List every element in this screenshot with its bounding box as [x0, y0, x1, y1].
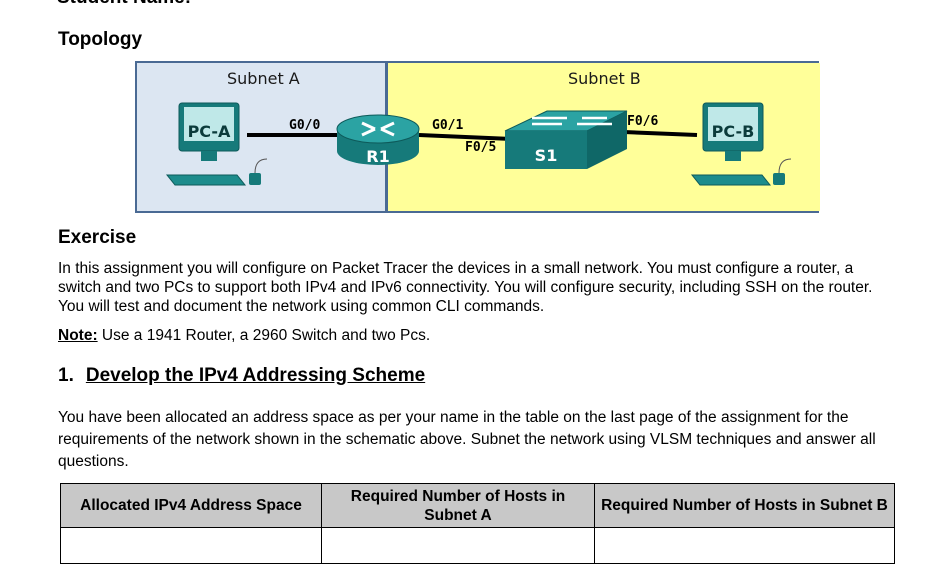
table-header-cell: Allocated IPv4 Address Space — [60, 483, 322, 528]
topology-diagram: Subnet A Subnet B PC-A R1 — [135, 61, 820, 213]
table-header-cell: Required Number of Hosts in Subnet B — [594, 483, 895, 528]
table-header-cell: Required Number of Hosts in Subnet A — [321, 483, 595, 528]
subnet-b-label: Subnet B — [568, 69, 641, 88]
pc-b-icon — [690, 102, 792, 186]
note-label: Note: — [58, 327, 98, 344]
pc-a-icon — [165, 102, 268, 186]
exercise-paragraph: In this assignment you will configure on… — [58, 260, 873, 315]
port-label-f05: F0/5 — [465, 140, 496, 155]
table-cell-address-space[interactable] — [60, 527, 322, 564]
subnet-a-label: Subnet A — [227, 69, 300, 88]
router-label: R1 — [366, 147, 389, 166]
port-label-g01: G0/1 — [432, 118, 463, 133]
port-label-g00: G0/0 — [289, 118, 320, 133]
note-line: Note: Use a 1941 Router, a 2960 Switch a… — [58, 326, 888, 345]
note-text: Use a 1941 Router, a 2960 Switch and two… — [97, 327, 431, 344]
router-icon — [336, 114, 420, 165]
address-space-table: Allocated IPv4 Address Space Required Nu… — [60, 483, 895, 564]
switch-label: S1 — [535, 146, 558, 165]
pc-b-label: PC-B — [712, 122, 755, 141]
student-name-label: Student Name: — [57, 0, 191, 9]
port-label-f06: F0/6 — [627, 114, 658, 129]
topology-svg: PC-A R1 S1 PC-B G0/0 G0/1 F0/5 — [165, 102, 792, 186]
section-number: 1. — [58, 365, 74, 386]
exercise-heading: Exercise — [58, 227, 137, 248]
section-title: Develop the IPv4 Addressing Scheme — [85, 365, 426, 386]
switch-icon — [504, 110, 628, 169]
table-row — [60, 527, 895, 564]
topology-heading: Topology — [58, 29, 143, 50]
section-paragraph: You have been allocated an address space… — [58, 409, 876, 470]
table-cell-hosts-subnet-a[interactable] — [321, 527, 595, 564]
pc-a-label: PC-A — [188, 122, 231, 141]
section-heading: 1. Develop the IPv4 Addressing Scheme — [58, 365, 425, 387]
table-header-row: Allocated IPv4 Address Space Required Nu… — [60, 483, 895, 528]
link-r1-s1 — [418, 133, 513, 141]
table-cell-hosts-subnet-b[interactable] — [594, 527, 895, 564]
